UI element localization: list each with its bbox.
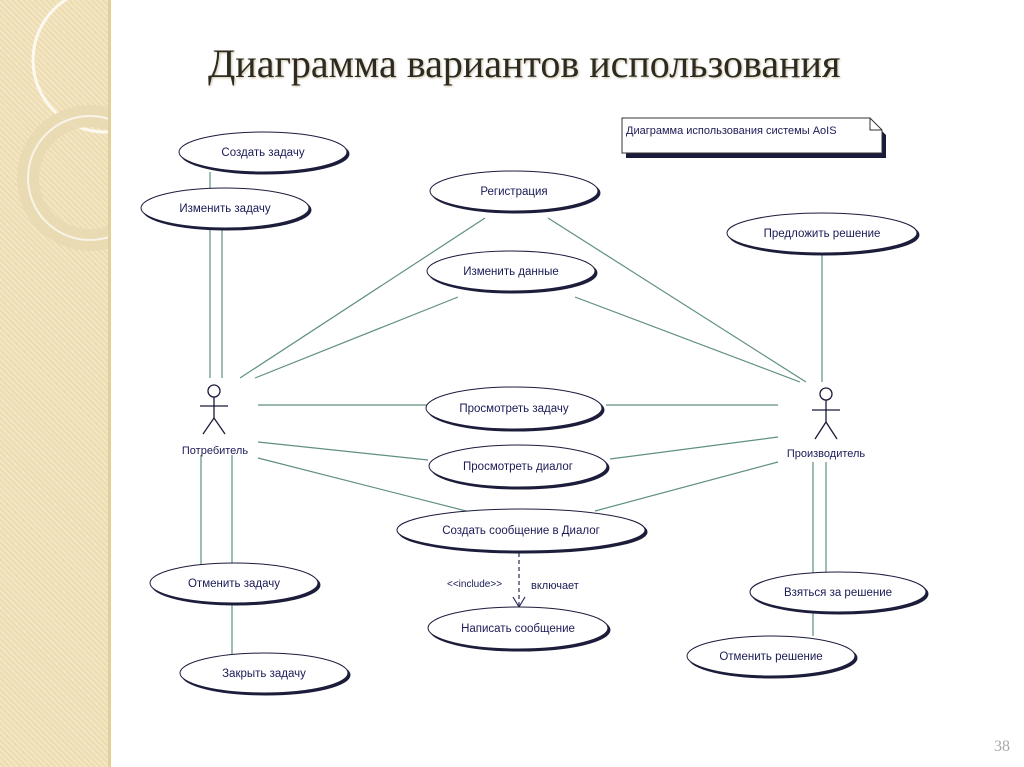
actor-consumer-label: Потребитель: [182, 445, 248, 457]
use-cases: Создать задачу Изменить задачу Регистрац…: [140, 131, 927, 694]
line-consumer-create-message: [257, 457, 479, 515]
use-case-label: Предложить решение: [764, 228, 881, 240]
actor-producer-icon: [812, 387, 840, 440]
use-case-write-message: Написать сообщение: [427, 606, 609, 650]
use-case-label: Написать сообщение: [461, 623, 575, 635]
use-case-edit-task: Изменить задачу: [140, 187, 310, 229]
page-number: 38: [994, 738, 1010, 755]
use-case-create-message: Создать сообщение в Диалог: [396, 508, 646, 552]
line-producer-edit-data: [574, 296, 801, 383]
use-case-label: Изменить данные: [463, 266, 559, 278]
line-producer-create-message: [594, 461, 779, 512]
use-case-take-solution: Взяться за решение: [749, 571, 927, 613]
line-consumer-registration: [239, 217, 486, 379]
line-consumer-view-dialog: [257, 441, 429, 461]
use-case-close-task: Закрыть задачу: [179, 652, 349, 694]
association-lines: [200, 172, 827, 656]
line-consumer-edit-data: [254, 296, 459, 379]
decorative-circles: [17, 0, 111, 251]
include-label: включает: [531, 580, 579, 592]
sidebar-edge: [108, 0, 111, 767]
actor-consumer-icon: [200, 384, 228, 435]
include-stereotype: <<include>>: [447, 579, 502, 590]
use-case-label: Создать сообщение в Диалог: [442, 525, 600, 537]
note: Диаграмма использования системы AoIS: [621, 117, 886, 158]
use-case-label: Закрыть задачу: [222, 668, 306, 680]
use-case-view-task: Просмотреть задачу: [425, 386, 603, 430]
actor-producer-label: Производитель: [787, 448, 866, 460]
actors: [200, 384, 840, 440]
use-case-create-task: Создать задачу: [178, 131, 348, 173]
use-case-label: Изменить задачу: [179, 203, 271, 215]
use-case-label: Просмотреть задачу: [459, 403, 569, 415]
use-case-label: Просмотреть диалог: [463, 461, 573, 473]
note-text: Диаграмма использования системы AoIS: [626, 125, 837, 137]
use-case-label: Взяться за решение: [784, 587, 892, 599]
use-case-label: Отменить решение: [719, 651, 822, 663]
use-case-propose-solution: Предложить решение: [726, 212, 918, 254]
use-case-label: Регистрация: [480, 186, 547, 198]
use-case-label: Создать задачу: [221, 147, 304, 159]
use-case-cancel-task: Отменить задачу: [149, 562, 319, 604]
line-producer-view-dialog: [609, 436, 779, 460]
line-producer-registration: [547, 217, 807, 383]
slide-title: Диаграмма вариантов использования: [208, 41, 841, 86]
decorative-sidebar: [0, 0, 111, 767]
include-dependency: <<include>> включает: [447, 553, 579, 609]
use-case-cancel-solution: Отменить решение: [686, 635, 856, 677]
use-case-edit-data: Изменить данные: [426, 250, 596, 292]
use-case-label: Отменить задачу: [188, 578, 280, 590]
use-case-registration: Регистрация: [429, 170, 599, 212]
use-case-view-dialog: Просмотреть диалог: [428, 444, 608, 488]
